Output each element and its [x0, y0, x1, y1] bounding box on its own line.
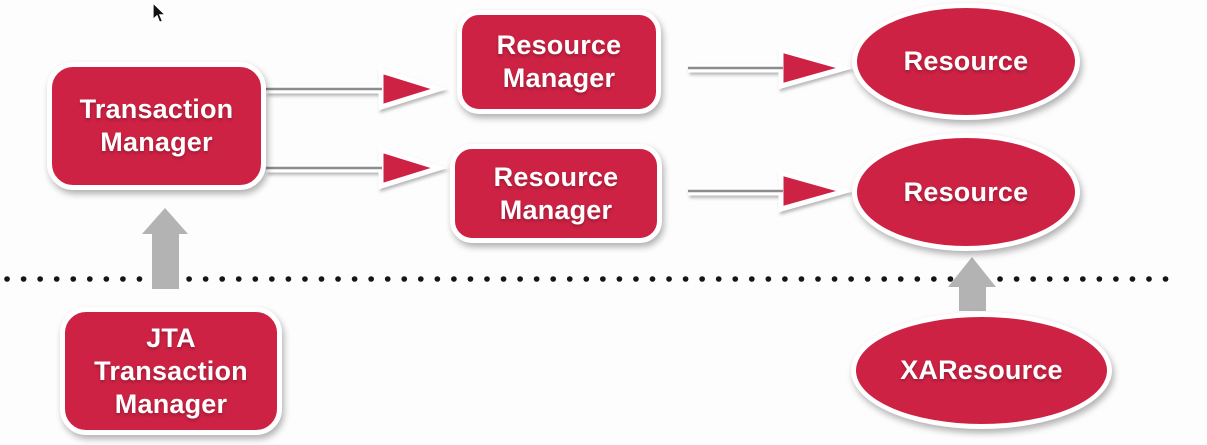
- resource-1-node: Resource: [852, 3, 1080, 120]
- jta-transaction-manager-node: JTA Transaction Manager: [60, 307, 282, 435]
- gray-arrow-xa-to-resource2: [948, 257, 996, 311]
- resource-manager-2-node: Resource Manager: [450, 144, 662, 243]
- node-label-line: Resource: [493, 161, 619, 192]
- mouse-pointer-icon: [152, 2, 167, 24]
- resource-2-node: Resource: [852, 133, 1080, 251]
- node-label-line: Manager: [114, 388, 228, 419]
- node-label-line: Manager: [100, 127, 213, 157]
- node-label-line: JTA: [146, 322, 196, 353]
- xa-resource-node: XAResource: [851, 312, 1112, 429]
- node-label-line: Resource: [496, 30, 622, 60]
- node-label-line: XAResource: [900, 355, 1063, 385]
- node-label-line: Manager: [499, 194, 613, 225]
- node-label-line: Transaction: [79, 94, 234, 124]
- node-label-line: Resource: [903, 176, 1029, 207]
- gray-arrow-jta-to-tm: [142, 208, 188, 289]
- resource-manager-1-node: Resource Manager: [457, 10, 661, 114]
- transaction-manager-node: Transaction Manager: [47, 62, 266, 190]
- node-label-line: Manager: [502, 63, 616, 93]
- node-label-line: Transaction: [94, 355, 248, 386]
- node-label-line: Resource: [903, 46, 1029, 76]
